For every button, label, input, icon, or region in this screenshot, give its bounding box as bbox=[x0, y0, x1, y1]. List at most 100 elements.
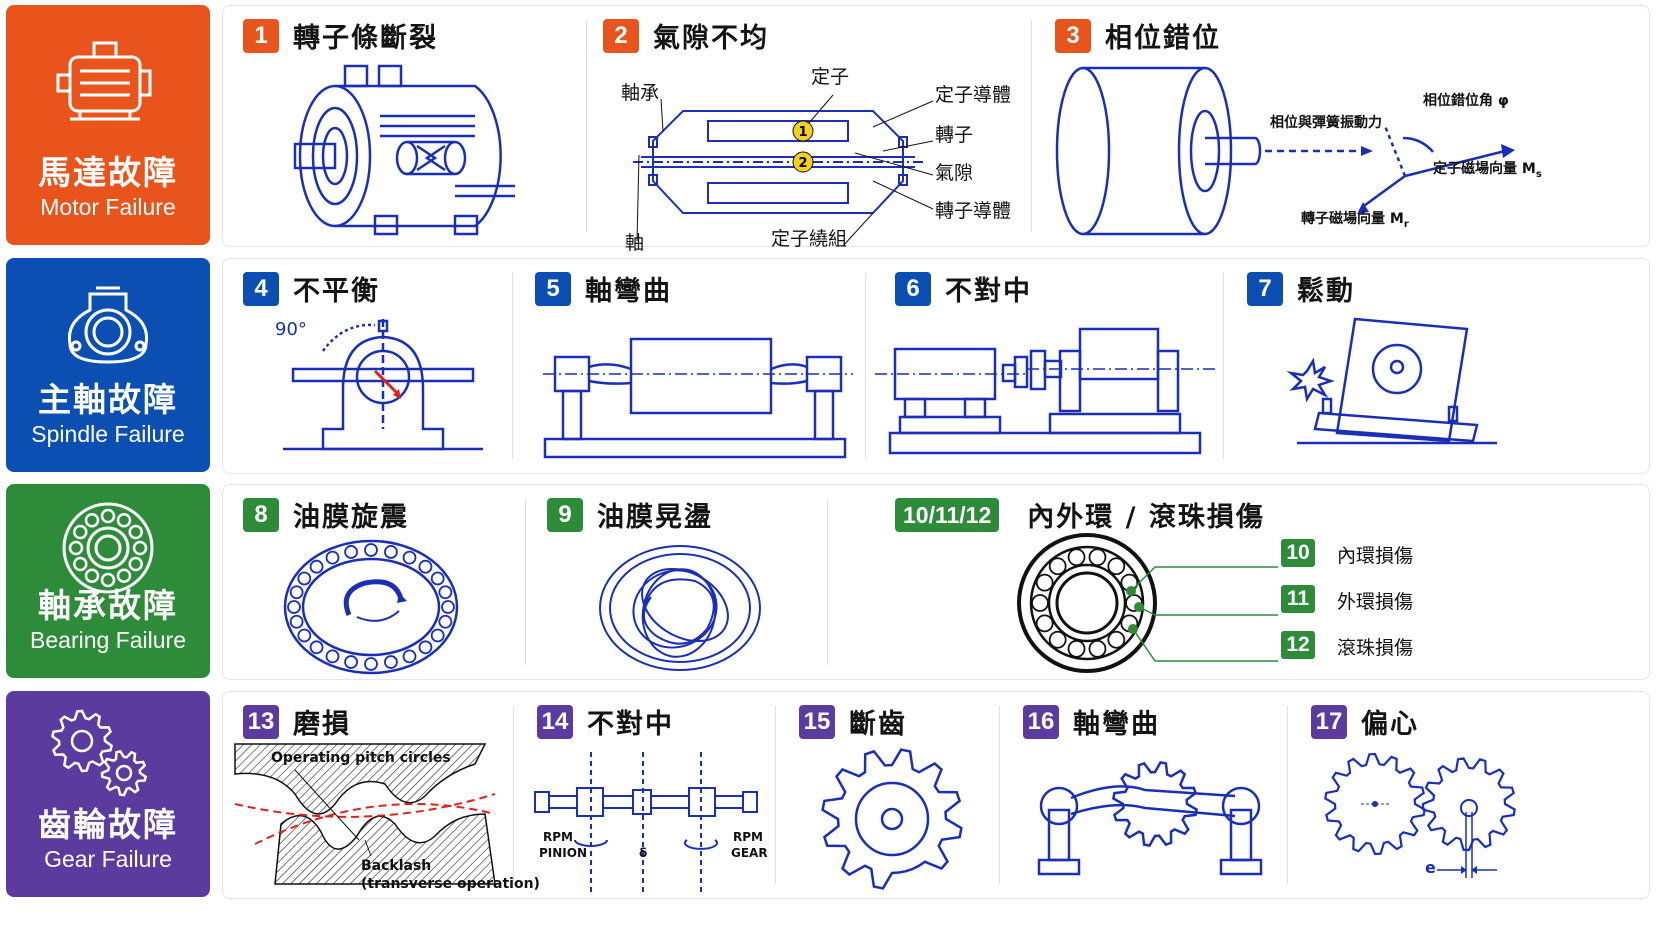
fault-2-number: 2 bbox=[603, 18, 639, 53]
bearing-ball bbox=[441, 600, 455, 614]
eccentric-gear-left bbox=[1324, 752, 1426, 856]
bearing-ball bbox=[344, 655, 358, 669]
bearing-ball bbox=[128, 556, 143, 572]
category-gear-zh: 齒輪故障 bbox=[38, 804, 178, 844]
bearing-ball bbox=[402, 649, 417, 664]
bearing-ball bbox=[68, 540, 84, 556]
bearing-ball bbox=[384, 545, 398, 559]
label-phase-angle: 相位錯位角 φ bbox=[1423, 93, 1509, 109]
label-shaft: 軸 bbox=[625, 232, 645, 254]
bearing-ball bbox=[289, 614, 304, 629]
air-gap-diagram: 1 2 bbox=[633, 94, 934, 247]
air-gap-marker-2: 2 bbox=[798, 156, 807, 171]
bearing-ball bbox=[438, 614, 453, 629]
bearing-ball bbox=[132, 540, 148, 556]
bearing-ball bbox=[1107, 630, 1126, 649]
fault-4-title: 不平衡 bbox=[293, 276, 380, 307]
rpm-pinion-label: RPM bbox=[543, 830, 573, 844]
oil-whirl-diagram bbox=[283, 539, 459, 675]
fault-8-title: 油膜旋震 bbox=[293, 502, 409, 533]
fault-2-title: 氣隙不均 bbox=[653, 23, 769, 54]
bearing-ball bbox=[297, 571, 312, 586]
label-force: 相位與彈簧振動力 bbox=[1270, 115, 1382, 131]
bearing-ball bbox=[84, 513, 100, 528]
rotor-bar-motor-diagram bbox=[293, 64, 515, 236]
fault-17-number: 17 bbox=[1311, 704, 1347, 739]
fault-14: 14 不對中 bbox=[517, 692, 773, 898]
bearing-ball bbox=[438, 585, 453, 600]
label-stator-conductor: 定子導體 bbox=[935, 84, 1012, 106]
label-stator-winding: 定子繞組 bbox=[771, 228, 848, 250]
fault-1-number: 1 bbox=[243, 18, 279, 53]
bearing-ball bbox=[364, 657, 378, 671]
category-motor-zh: 馬達故障 bbox=[38, 152, 178, 192]
gear-outline bbox=[100, 749, 148, 797]
fault-13-title: 磨損 bbox=[293, 709, 351, 740]
delta-label: δ bbox=[639, 846, 648, 860]
fault-3: 3 相位錯位 相位與 bbox=[1035, 6, 1645, 246]
label-stator-vector: 定子磁場向量 M bbox=[1433, 161, 1536, 177]
label-rotor-conductor: 轉子導體 bbox=[935, 200, 1012, 222]
panel-bearing: 8 油膜旋震 9 油膜晃盪 bbox=[222, 484, 1650, 680]
eccentric-gear-right bbox=[1421, 757, 1516, 852]
bearing-ball bbox=[73, 524, 88, 540]
fault-9-title: 油膜晃盪 bbox=[597, 502, 713, 533]
bearing-ball bbox=[1107, 557, 1126, 576]
backlash-label: Backlash bbox=[361, 858, 432, 874]
category-motor: 馬達故障 Motor Failure bbox=[6, 5, 210, 245]
motor-icon bbox=[56, 41, 152, 121]
panel-gear: 13 磨損 Operating pitch circles Backlash (… bbox=[222, 691, 1650, 899]
fault-15-number: 15 bbox=[799, 704, 835, 739]
fault-10-12-title: 內外環 / 滾珠損傷 bbox=[1027, 502, 1265, 533]
bearing-ball bbox=[325, 649, 340, 664]
damage-tag-11: 11 bbox=[1281, 585, 1315, 613]
bearing-ball bbox=[1035, 573, 1054, 592]
bearing-ball bbox=[344, 545, 358, 559]
fault-13-number: 13 bbox=[243, 704, 279, 739]
bearing-ball bbox=[297, 628, 312, 643]
label-rotor-vector: 轉子磁場向量 M bbox=[1301, 211, 1404, 227]
bearing-ball bbox=[128, 524, 143, 540]
bearing-ball bbox=[418, 559, 433, 574]
fault-17-title: 偏心 bbox=[1361, 709, 1419, 740]
gear-misalignment-diagram bbox=[534, 752, 758, 892]
bearing-ball bbox=[73, 556, 88, 572]
category-gear: 齒輪故障 Gear Failure bbox=[6, 691, 210, 897]
fault-16: 16 軸彎曲 bbox=[1003, 692, 1293, 898]
fault-16-title: 軸彎曲 bbox=[1073, 709, 1160, 740]
fault-16-number: 16 bbox=[1023, 704, 1059, 739]
category-spindle: 主軸故障 Spindle Failure bbox=[6, 258, 210, 472]
gear-icon bbox=[50, 709, 148, 797]
label-rotor: 轉子 bbox=[935, 124, 974, 146]
oil-whip-diagram bbox=[599, 545, 761, 671]
backlash-sub-label: (transverse operation) bbox=[361, 876, 540, 892]
fault-3-title: 相位錯位 bbox=[1105, 23, 1221, 54]
category-spindle-zh: 主軸故障 bbox=[38, 379, 178, 419]
fault-7-number: 7 bbox=[1247, 271, 1283, 306]
fault-4-number: 4 bbox=[243, 271, 279, 306]
fault-1-title: 轉子條斷裂 bbox=[293, 23, 438, 54]
fault-8-number: 8 bbox=[243, 497, 279, 532]
fault-10-11-12: 10/11/12 內外環 / 滾珠損傷 bbox=[863, 485, 1643, 679]
bearing-ball bbox=[430, 628, 445, 643]
fault-15-title: 斷齒 bbox=[849, 709, 907, 740]
category-gear-en: Gear Failure bbox=[44, 845, 172, 872]
bearing-ball bbox=[418, 640, 433, 655]
bearing-ball bbox=[1067, 548, 1086, 567]
bearing-ball bbox=[364, 543, 378, 557]
fault-4: 4 不平衡 90° bbox=[223, 259, 523, 473]
spindle-icon bbox=[67, 286, 149, 364]
ball-damage-label: 滾珠損傷 bbox=[1337, 637, 1414, 659]
fault-9: 9 油膜晃盪 bbox=[527, 485, 827, 679]
bearing-ball bbox=[325, 550, 340, 565]
bearing-ball bbox=[1088, 639, 1107, 658]
phase-misalignment-diagram bbox=[1055, 66, 1515, 236]
inner-race-damage-label: 內環損傷 bbox=[1337, 545, 1414, 567]
fault-6: 6 不對中 bbox=[875, 259, 1225, 473]
bent-shaft-gear-outline bbox=[1112, 761, 1198, 847]
fault-5: 5 軸彎曲 bbox=[515, 259, 865, 473]
bearing-ball bbox=[100, 508, 116, 524]
gear-hub bbox=[70, 729, 94, 753]
looseness-diagram bbox=[1286, 317, 1497, 445]
fault-17: 17 偏心 e bbox=[1291, 692, 1641, 898]
